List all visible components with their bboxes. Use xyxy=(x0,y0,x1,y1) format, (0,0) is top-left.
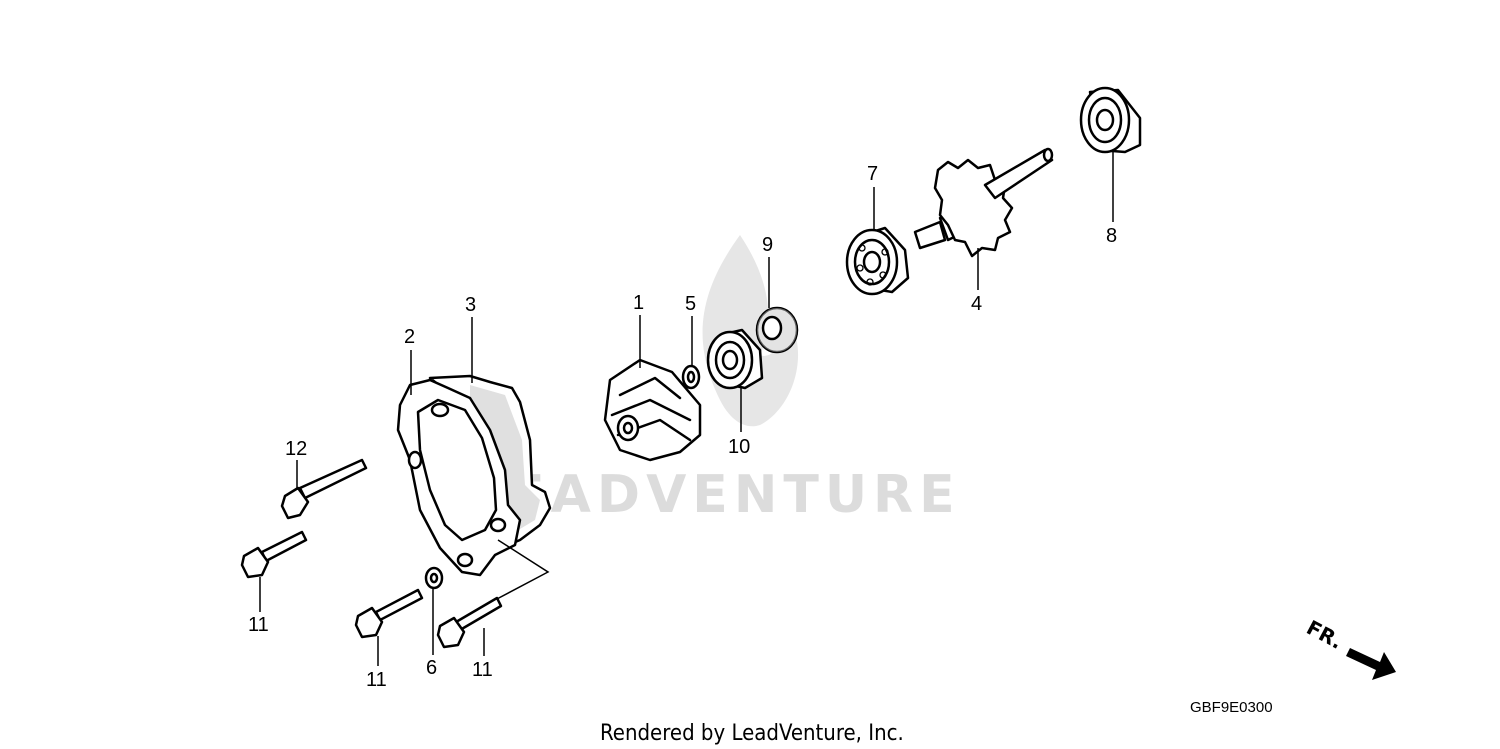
pump-cover-inner xyxy=(416,398,498,542)
part-label-11-middle: 11 xyxy=(366,669,387,691)
bolt-11-right xyxy=(436,596,503,649)
pump-cover xyxy=(396,378,522,577)
pump-shaft-gear xyxy=(913,147,1054,258)
front-arrow-icon xyxy=(1346,648,1396,680)
washer-5 xyxy=(681,364,701,390)
part-label-11-right: 11 xyxy=(472,659,493,681)
bearing-10 xyxy=(706,328,764,390)
part-label-5: 5 xyxy=(685,293,696,315)
pump-cover-assembly xyxy=(396,374,552,601)
part-label-3: 3 xyxy=(465,294,476,316)
watermark-text: LEADVENTURE xyxy=(470,465,961,525)
part-label-10: 10 xyxy=(728,436,750,458)
part-label-7: 7 xyxy=(867,163,878,185)
gasket-texture xyxy=(470,385,540,532)
part-label-4: 4 xyxy=(971,293,982,315)
bearing-7 xyxy=(845,226,910,296)
credit-line: Rendered by LeadVenture, Inc. xyxy=(600,721,904,746)
front-direction-indicator: FR. xyxy=(1303,615,1396,680)
part-label-6: 6 xyxy=(426,657,437,679)
part-labels: 1 2 3 4 5 6 7 8 9 10 11 11 11 12 xyxy=(248,163,1117,691)
part-label-2: 2 xyxy=(404,326,415,348)
front-direction-label: FR. xyxy=(1303,615,1347,654)
impeller xyxy=(603,358,702,462)
part-label-11-left: 11 xyxy=(248,614,269,636)
washer-6 xyxy=(424,566,444,590)
leader-lines xyxy=(259,150,1114,666)
part-label-1: 1 xyxy=(633,292,644,314)
oil-seal-9 xyxy=(755,306,799,354)
part-label-9: 9 xyxy=(762,234,773,256)
part-label-8: 8 xyxy=(1106,225,1117,247)
bearing-8 xyxy=(1079,86,1142,154)
bolt-12 xyxy=(280,458,368,520)
diagram-code: GBF9E0300 xyxy=(1190,699,1273,716)
bolt-11-middle xyxy=(354,588,424,639)
part-label-12: 12 xyxy=(285,438,307,460)
bolt-11-left xyxy=(240,530,308,579)
